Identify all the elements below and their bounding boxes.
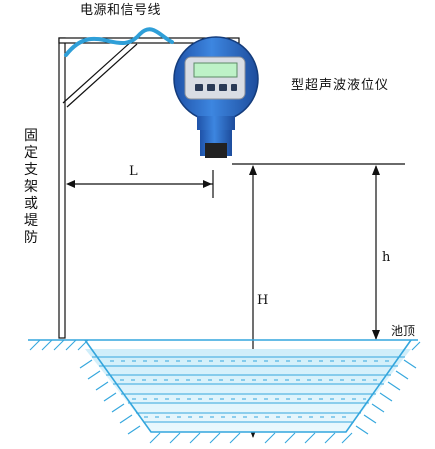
dimension-L [68,170,214,198]
pool [28,339,421,444]
pool-top-label: 池顶 [391,324,416,338]
arrowhead-h-top [372,165,380,175]
arrowhead-L-left [66,180,75,188]
ultrasonic-level-meter [173,36,259,158]
arrowhead-h-bottom [372,330,380,340]
arrowhead-H-top [249,165,257,175]
dimension-L-label: L [129,164,138,179]
support-label: 固定支架或堤防 [24,128,38,246]
water-body [85,349,411,432]
device-label: 型超声波液位仪 [291,78,390,93]
dimension-H-label: H [257,293,269,308]
dimension-h-label: h [382,250,391,265]
support-bracket [58,37,240,339]
arrowhead-L-right [203,180,212,188]
signal-cable [64,27,174,57]
cable-label: 电源和信号线 [80,3,162,18]
